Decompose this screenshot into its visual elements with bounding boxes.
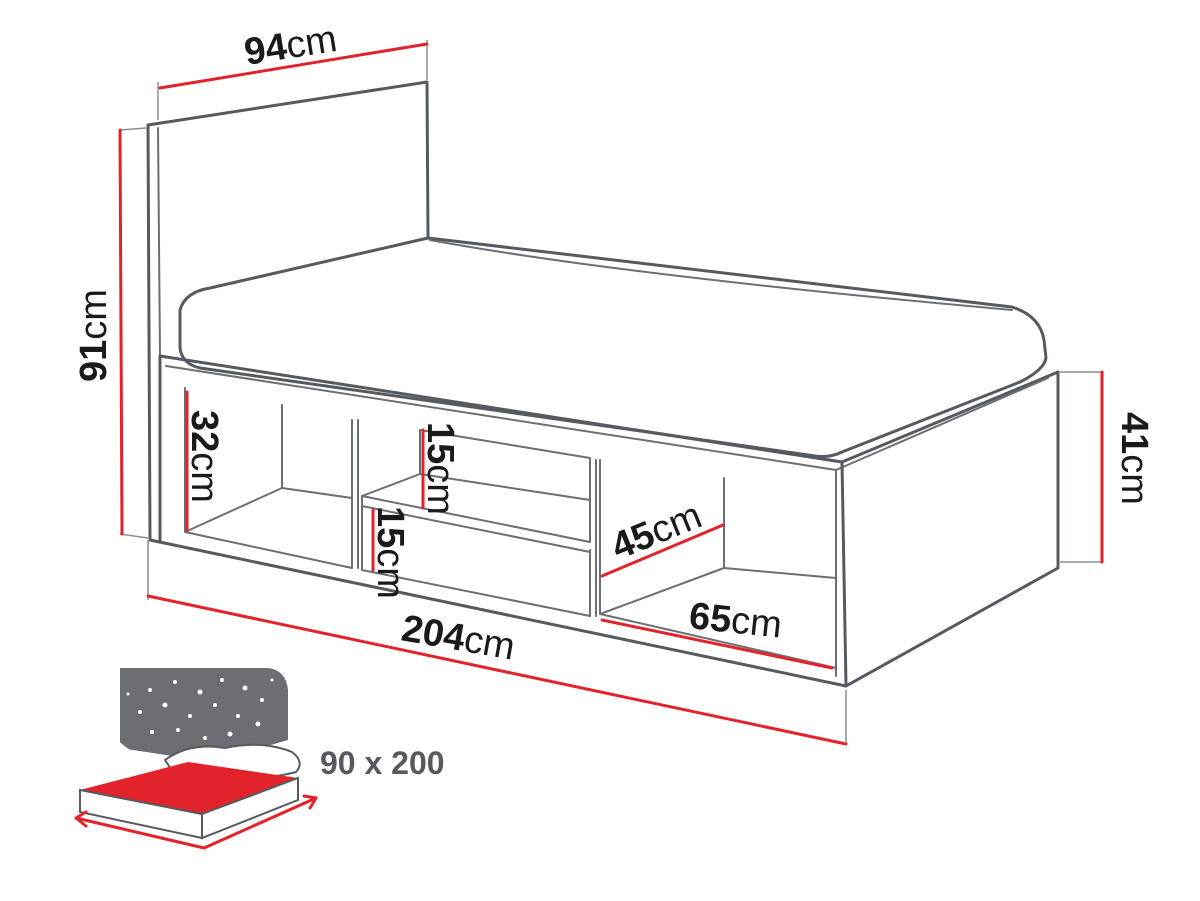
dim-line-length: [146, 594, 848, 746]
dimension-lines: [118, 42, 1104, 746]
storage-compartments: [184, 387, 837, 669]
mattress-size-icon: [74, 668, 318, 850]
dim-line-total-height: [118, 128, 124, 536]
headboard: [146, 80, 430, 542]
dim-line-comp-width: [600, 618, 834, 670]
bed-base: [148, 354, 1060, 688]
label-drawer-lower-height: 15cm: [369, 506, 411, 599]
label-headboard-width: 94cm: [241, 18, 339, 74]
mattress-size-label: 90 x 200: [320, 745, 445, 781]
label-compartment-depth: 45cm: [606, 495, 708, 569]
label-compartment-width: 65cm: [687, 595, 784, 646]
label-shelf-height: 32cm: [183, 410, 225, 503]
starry-headboard-icon: [120, 668, 288, 762]
stars-decoration: [126, 678, 274, 740]
mattress: [178, 236, 1048, 458]
label-total-height: 91cm: [73, 289, 115, 382]
label-side-height: 41cm: [1113, 412, 1155, 505]
dim-line-width: [158, 42, 429, 90]
dim-line-depth: [600, 523, 725, 578]
label-drawer-upper-height: 15cm: [419, 422, 461, 515]
extension-lines: [119, 40, 1102, 745]
label-total-length: 204cm: [398, 608, 518, 669]
